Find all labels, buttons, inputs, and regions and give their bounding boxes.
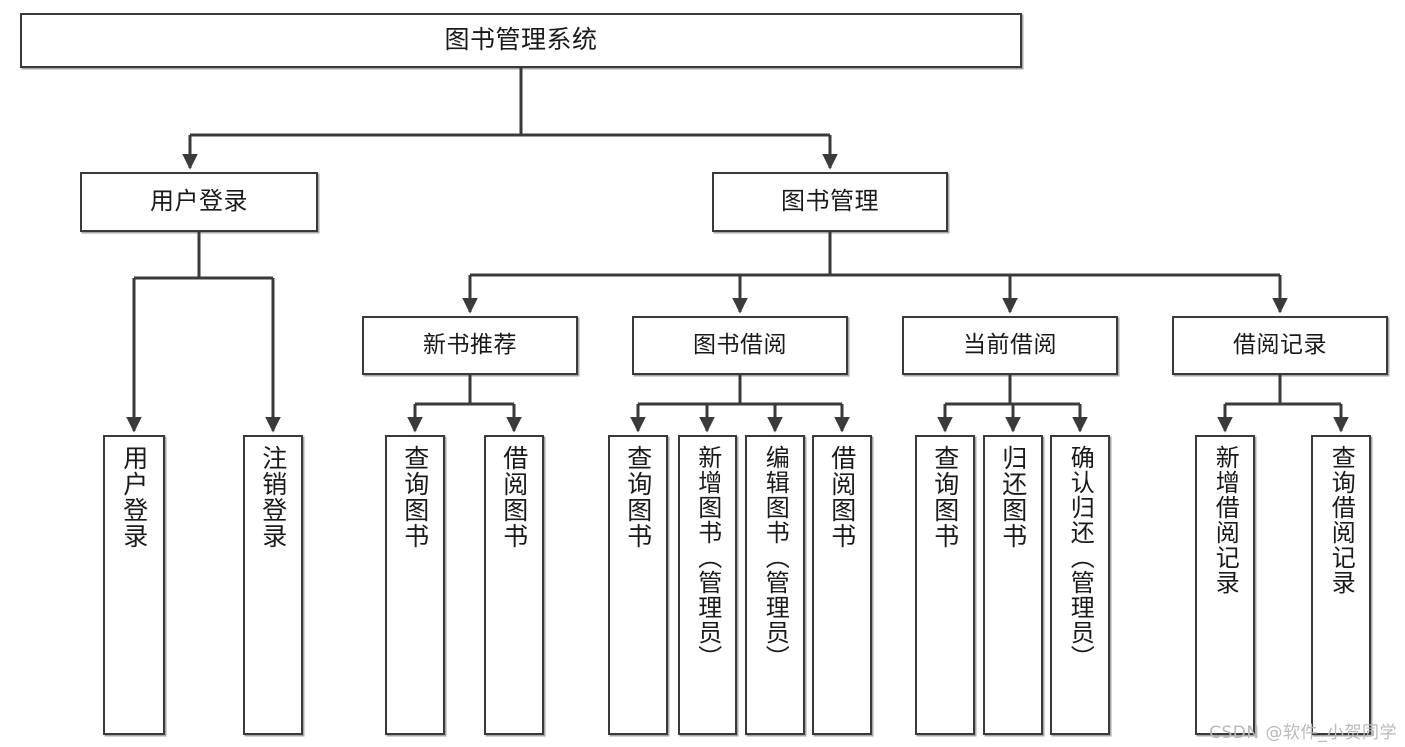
node-leaf-borrow-book-2-label: 借阅图书 xyxy=(827,445,857,549)
node-leaf-query-borrow-record[interactable]: 查询借阅记录 xyxy=(1311,435,1371,735)
node-borrow-record-label: 借阅记录 xyxy=(1233,332,1327,359)
node-current-borrow-label: 当前借阅 xyxy=(963,332,1057,359)
node-leaf-query-book-1-label: 查询图书 xyxy=(400,445,430,549)
node-leaf-user-login[interactable]: 用户登录 xyxy=(103,435,165,735)
node-new-book-recommend[interactable]: 新书推荐 xyxy=(362,316,578,375)
node-leaf-return-book[interactable]: 归还图书 xyxy=(983,435,1043,735)
node-user-login[interactable]: 用户登录 xyxy=(80,172,318,232)
node-leaf-query-book-3[interactable]: 查询图书 xyxy=(915,435,975,735)
node-leaf-confirm-return-admin-label: 确认归还（管理员） xyxy=(1066,445,1095,670)
node-book-manage-label: 图书管理 xyxy=(781,187,879,216)
node-leaf-borrow-book-1-label: 借阅图书 xyxy=(499,445,529,549)
node-leaf-user-login-label: 用户登录 xyxy=(119,445,149,549)
node-leaf-borrow-book-1[interactable]: 借阅图书 xyxy=(484,435,544,735)
node-leaf-query-book-1[interactable]: 查询图书 xyxy=(385,435,445,735)
node-leaf-borrow-book-2[interactable]: 借阅图书 xyxy=(812,435,872,735)
node-leaf-user-logout-label: 注销登录 xyxy=(258,445,288,549)
node-leaf-query-book-2-label: 查询图书 xyxy=(623,445,653,549)
node-leaf-confirm-return-admin[interactable]: 确认归还（管理员） xyxy=(1050,435,1110,735)
node-leaf-add-book-admin-label: 新增图书（管理员） xyxy=(693,445,722,670)
node-leaf-query-book-3-label: 查询图书 xyxy=(930,445,960,549)
node-current-borrow[interactable]: 当前借阅 xyxy=(902,316,1118,375)
node-new-book-recommend-label: 新书推荐 xyxy=(423,332,517,359)
node-borrow-record[interactable]: 借阅记录 xyxy=(1172,316,1388,375)
node-user-login-label: 用户登录 xyxy=(150,187,248,216)
node-leaf-add-borrow-record[interactable]: 新增借阅记录 xyxy=(1195,435,1255,735)
node-leaf-query-book-2[interactable]: 查询图书 xyxy=(608,435,668,735)
node-leaf-edit-book-admin[interactable]: 编辑图书（管理员） xyxy=(745,435,805,735)
node-book-borrow-label: 图书借阅 xyxy=(693,332,787,359)
node-book-borrow[interactable]: 图书借阅 xyxy=(632,316,848,375)
node-leaf-add-book-admin[interactable]: 新增图书（管理员） xyxy=(678,435,737,735)
node-leaf-user-logout[interactable]: 注销登录 xyxy=(243,435,303,735)
node-leaf-add-borrow-record-label: 新增借阅记录 xyxy=(1211,445,1240,595)
node-leaf-query-borrow-record-label: 查询借阅记录 xyxy=(1327,445,1356,595)
node-root-label: 图书管理系统 xyxy=(444,25,598,55)
node-leaf-return-book-label: 归还图书 xyxy=(998,445,1028,549)
node-leaf-edit-book-admin-label: 编辑图书（管理员） xyxy=(761,445,790,670)
node-root[interactable]: 图书管理系统 xyxy=(20,13,1022,68)
watermark-text: CSDN @软件_小贺同学 xyxy=(1209,723,1397,743)
node-book-manage[interactable]: 图书管理 xyxy=(712,172,948,232)
